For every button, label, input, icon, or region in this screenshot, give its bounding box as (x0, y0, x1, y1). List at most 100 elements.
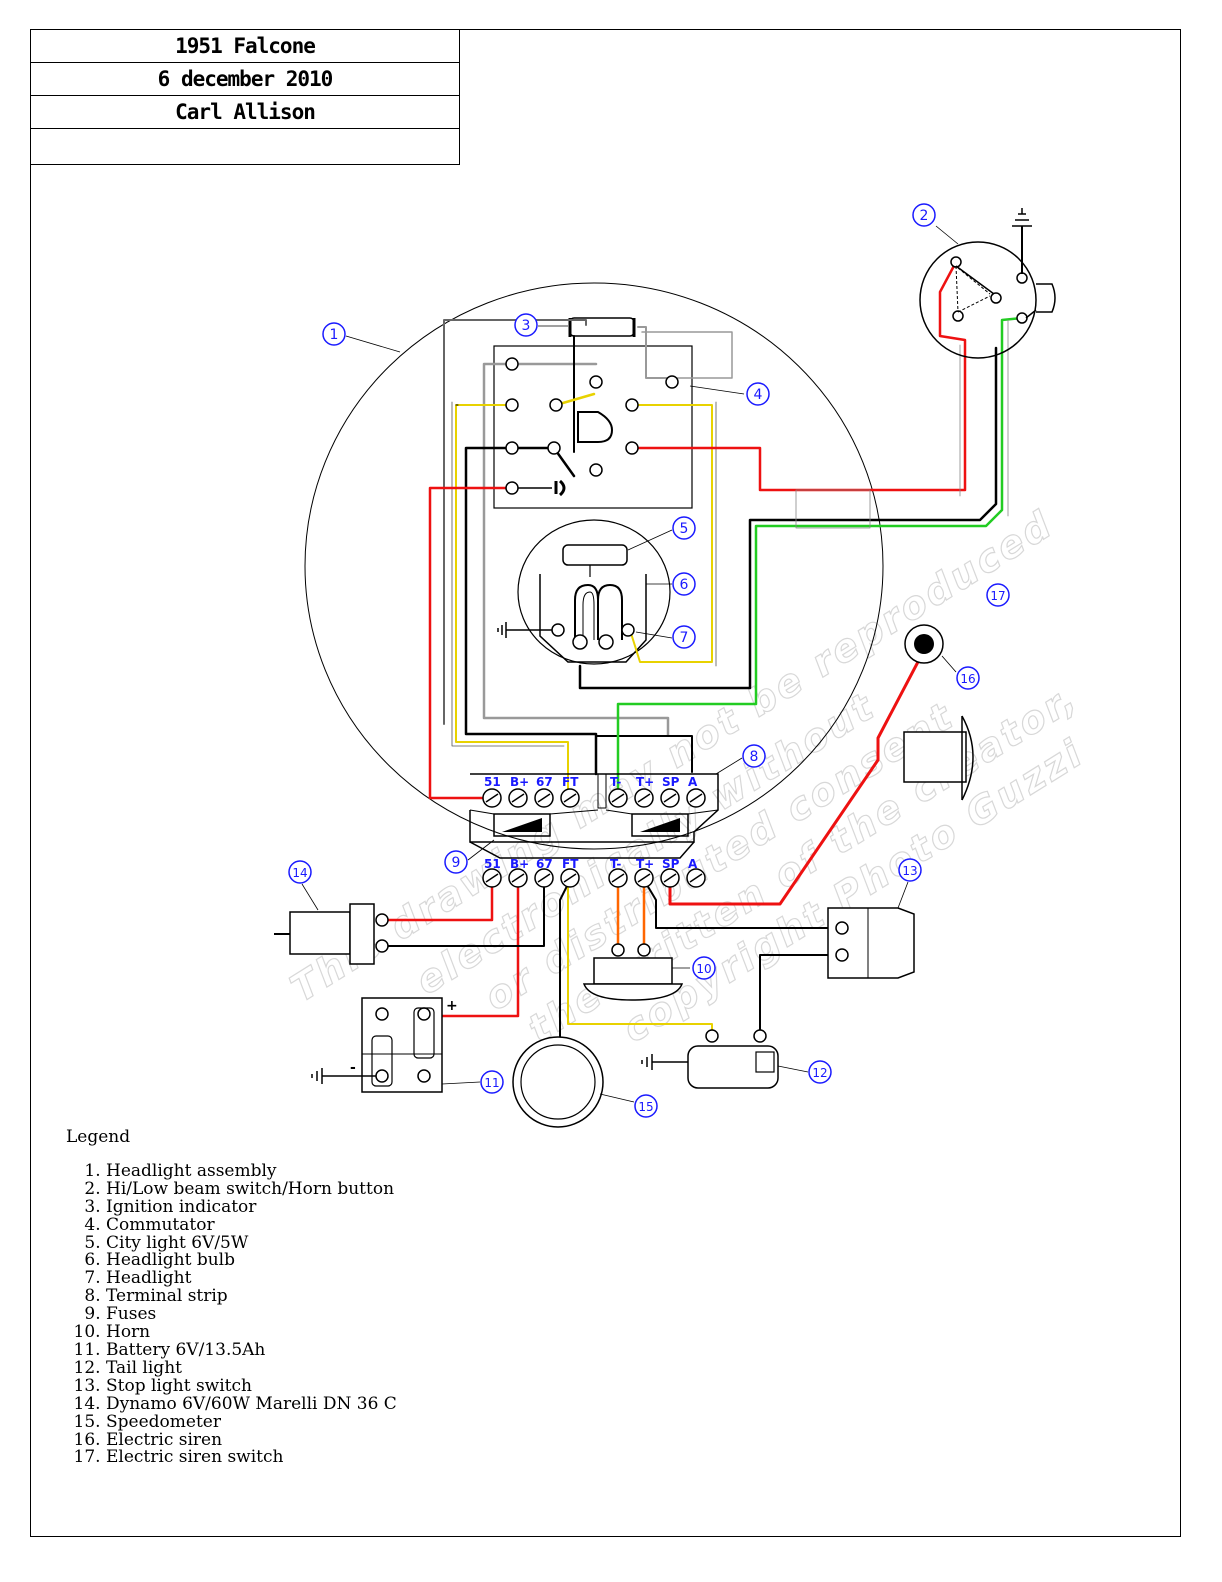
legend: Legend Headlight assemblyHi/Low beam swi… (66, 1127, 397, 1467)
callout-1-circle (322, 322, 346, 346)
callout-12-circle (808, 1060, 832, 1084)
callout-6-circle (672, 572, 696, 596)
terminal-label-bottom: B+ (510, 857, 529, 871)
terminal-label-bottom: T- (610, 857, 621, 871)
callout-13: 13 (902, 864, 917, 878)
callout-9: 9 (452, 855, 461, 871)
horn (582, 943, 684, 1001)
speedometer (512, 1036, 604, 1128)
legend-item: Fuses (106, 1305, 397, 1324)
ground-symbol-switch (1012, 208, 1032, 227)
ground-symbol-headlight (497, 622, 507, 638)
legend-item: Terminal strip (106, 1287, 397, 1306)
horn-button (1036, 283, 1056, 313)
battery: + - (311, 997, 458, 1093)
callout-6: 6 (680, 577, 689, 593)
legend-title: Legend (66, 1127, 131, 1147)
callout-17: 17 (990, 589, 1005, 603)
terminal-label-bottom: T+ (636, 857, 654, 871)
terminal-strip-screws-top (482, 788, 706, 808)
title-author: Carl Allison (31, 96, 459, 129)
terminal-label-bottom: A (688, 857, 698, 871)
black-wire-1 (464, 446, 598, 776)
callout-14-circle (288, 860, 312, 884)
green-wire (616, 316, 1024, 800)
callout-4: 4 (754, 387, 763, 403)
city-light-bulb (562, 544, 628, 566)
terminal-label-top: FT (562, 775, 579, 789)
ground-symbol-tail (641, 1054, 653, 1070)
legend-item: Headlight (106, 1269, 397, 1288)
headlight-terminals (497, 622, 635, 650)
legend-item: Battery 6V/13.5Ah (106, 1341, 397, 1360)
callout-7-circle (672, 625, 696, 649)
legend-item: Stop light switch (106, 1377, 397, 1396)
legend-item: Electric siren switch (106, 1449, 397, 1467)
legend-item: Headlight bulb (106, 1252, 397, 1270)
legend-item: Commutator (106, 1216, 397, 1235)
headlight-bulb-filament (574, 583, 623, 645)
terminal-label-top: T- (610, 775, 621, 789)
beam-switch (919, 208, 1056, 359)
callout-11: 11 (484, 1076, 499, 1090)
red-wire-siren (668, 656, 922, 906)
callout-leaders (301, 225, 959, 1103)
callout-7: 7 (680, 630, 689, 646)
terminal-label-bottom: 67 (536, 857, 553, 871)
callout-16-circle (956, 666, 980, 690)
callout-8: 8 (750, 749, 759, 765)
callout-4-circle (746, 382, 770, 406)
callout-9-circle (444, 850, 468, 874)
battery-minus-sign: - (350, 1060, 356, 1076)
callout-3: 3 (522, 318, 531, 334)
callout-15-circle (634, 1094, 658, 1118)
black-wire-harness (578, 346, 998, 690)
legend-item: Horn (106, 1323, 397, 1342)
callout-2: 2 (920, 208, 929, 224)
terminal-label-top: T+ (636, 775, 654, 789)
callout-17-circle (986, 583, 1010, 607)
terminal-label-top: 51 (484, 775, 501, 789)
legend-item: Tail light (106, 1359, 397, 1378)
commutator-box (493, 345, 693, 509)
electric-siren (903, 715, 974, 801)
fuse-left (469, 809, 599, 837)
callout-5: 5 (680, 521, 689, 537)
red-wire-51 (428, 486, 514, 800)
legend-list: Headlight assemblyHi/Low beam switch/Hor… (66, 1162, 397, 1467)
legend-item: Ignition indicator (106, 1198, 397, 1217)
siren-switch (904, 624, 944, 664)
legend-item: Speedometer (106, 1413, 397, 1432)
title-date: 6 december 2010 (31, 63, 459, 96)
terminal-label-top: B+ (510, 775, 529, 789)
title-block: 1951 Falcone 6 december 2010 Carl Alliso… (30, 29, 460, 165)
terminal-label-top: A (688, 775, 698, 789)
callout-10-circle (692, 956, 716, 980)
stop-light-switch (827, 907, 915, 979)
legend-item: Electric siren (106, 1431, 397, 1450)
battery-plus-sign: + (446, 998, 458, 1014)
callout-14: 14 (292, 866, 307, 880)
callout-11-circle (480, 1070, 504, 1094)
callout-13-circle (898, 858, 922, 882)
wiring (380, 260, 1024, 1081)
callout-10: 10 (696, 962, 711, 976)
ground-symbol-battery (311, 1068, 323, 1084)
terminal-label-bottom: SP (662, 857, 680, 871)
commutator-terminals (505, 357, 679, 497)
dynamo (274, 903, 389, 965)
commutator-key (577, 411, 614, 443)
fuse-right (605, 809, 719, 837)
headlight-reflector (517, 519, 671, 665)
grey-wire-1 (482, 362, 670, 737)
legend-item: Headlight assembly (106, 1162, 397, 1181)
callout-1: 1 (330, 327, 339, 343)
terminal-label-bottom: 51 (484, 857, 501, 871)
red-wire-highbeam (630, 260, 967, 492)
callout-5-circle (672, 516, 696, 540)
drawing-frame (30, 29, 1181, 1537)
title-model: 1951 Falcone (31, 30, 459, 63)
terminal-strip-screws-bottom (482, 868, 706, 888)
